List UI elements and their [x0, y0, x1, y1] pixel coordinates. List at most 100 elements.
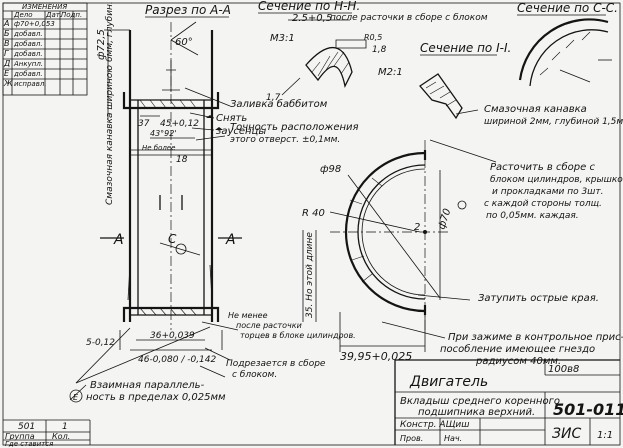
bearing-front-view [329, 139, 497, 352]
revision-col-2: Дат. [45, 11, 62, 19]
note-tochnost-1: Точность расположения [230, 122, 359, 133]
revision-letter: Г [4, 49, 9, 58]
revision-letter: Б [4, 29, 10, 38]
note-rast-2: блоком цилиндров, крышкой [490, 175, 623, 185]
revision-letter: В [4, 39, 10, 48]
section-hh-view [281, 19, 367, 96]
section-marker-a-left: A [113, 232, 124, 248]
note-podrez-1: Подрезается в сборе [226, 359, 326, 369]
dim-45: 45+0,12 [160, 119, 199, 129]
section-ii-title: Сечение по I-I. [420, 41, 511, 55]
datum-e-label: E [73, 393, 79, 402]
revision-letter: А [3, 19, 9, 28]
part-name-2: подшипника верхний. [418, 407, 535, 418]
dim-4392: 43°92' [150, 129, 177, 138]
revision-text: Анкупл. [13, 60, 43, 68]
left-stamp-strip: 501 1 Группа Кол. Где ставится [3, 419, 91, 448]
note-vzaim-1: Взаимная параллель- [90, 380, 205, 391]
section-cc-title: Сечение по С-С. [517, 1, 618, 15]
revision-letter: Ж [3, 79, 13, 88]
left-part-number: 501 [18, 422, 35, 432]
revision-table: ИЗМЕНЕНИЯ Дело Дат. Подп. А ф70+0,053 Б … [2, 2, 88, 96]
dim-35: 35. Но этой длине [305, 232, 315, 318]
note-groove-vertical: Смазочная канавка шириною 6мм, глубин. [105, 1, 115, 205]
revision-header: ИЗМЕНЕНИЯ [22, 3, 67, 11]
dim-r40: R 40 [302, 208, 325, 219]
scale-m2: М2:1 [378, 67, 403, 78]
scale-m3: М3:1 [270, 33, 295, 44]
dim-d98: ф98 [320, 164, 341, 175]
dim-37: 37 [138, 119, 150, 129]
dim-d70: ф70 [436, 207, 453, 231]
revision-letter: Д [3, 59, 10, 68]
note-rast-5: по 0,05мм. каждая. [486, 211, 579, 221]
dim-36: 36+0,039 [150, 331, 195, 341]
revision-text: исправл. [14, 80, 47, 88]
note-posle: после расточки в сборе с блоком [330, 13, 488, 23]
datum-e-circle [69, 389, 83, 403]
dim-angle-60: 60° [175, 37, 193, 48]
note-nemen-2: после расточки [236, 321, 302, 330]
dim-2: 2 [414, 222, 420, 233]
revision-text: добавл. [13, 50, 43, 58]
note-nemen-3: торцев в блоке цилиндров. [240, 331, 356, 340]
note-zazhim-1: При зажиме в контрольное прис- [448, 332, 623, 343]
revision-text: добавл. [13, 40, 43, 48]
dim-17: 1,7 [266, 93, 281, 103]
revision-text: добавл. [13, 70, 43, 78]
note-zatup: Затупить острые края. [478, 293, 599, 304]
section-aa-view [69, 21, 242, 401]
dim-18b: 1,8 [372, 45, 387, 55]
note-rast-4: с каждой стороны толщ. [484, 199, 602, 209]
dim-46: 46-0,080 / -0,142 [138, 355, 217, 365]
gde-label: Где ставится [5, 440, 53, 448]
left-quantity: 1 [62, 422, 68, 432]
nach-label: Нач. [444, 434, 462, 443]
note-nemen-1: Не менее [228, 311, 268, 320]
note-zausen: заусенцы [216, 126, 266, 137]
factory-label: ЗИС [552, 426, 581, 442]
section-ii-view [419, 73, 479, 120]
prov-label: Пров. [400, 434, 423, 443]
note-vzaim-2: ность в пределах 0,025мм [86, 392, 226, 403]
note-rast-3: и прокладками по 3шт. [492, 187, 604, 197]
revision-col-3: Подп. [61, 11, 82, 19]
revision-text: добавл. [13, 30, 43, 38]
dim-d72: ф72,5 [96, 29, 107, 60]
dim-3995: 39,95+0,025 [340, 350, 412, 363]
section-marker-c: C [168, 232, 177, 246]
kol-label: Кол. [52, 432, 70, 441]
revision-letter: Е [4, 69, 10, 78]
title-block [394, 359, 620, 445]
note-groove-2: шириной 2мм, глубиной 1,5мм. [484, 117, 623, 127]
note-zazhim-3: радиусом 40мм. [475, 356, 561, 367]
part-name-1: Вкладыш среднего коренного [400, 396, 560, 407]
note-zazhim-2: пособление имеющее гнездо [440, 343, 595, 355]
note-rast-1: Расточить в сборе с [490, 161, 595, 173]
part-number: 501-0116 [553, 400, 623, 419]
dim-25: 2.5+0,5 [292, 13, 332, 24]
radius-label: R0,5 [364, 33, 382, 42]
konstr-label: Констр. АЩиш [400, 420, 470, 430]
note-zaliv: Заливка баббитом [230, 98, 328, 110]
note-podrez-2: с блоком. [232, 370, 277, 380]
assembly-name: Двигатель [409, 374, 488, 390]
note-groove-1: Смазочная канавка [484, 104, 587, 115]
revision-text: ф70+0,053 [14, 20, 55, 28]
revision-col-1: Дело [13, 11, 33, 19]
section-aa-title: Разрез по А-А [145, 3, 231, 17]
gruppa-label: Группа [5, 432, 35, 441]
section-hh-title: Сечение по Н-Н. [258, 0, 360, 13]
note-nebolee: Не более [142, 144, 175, 152]
section-marker-a-right: A [225, 232, 236, 248]
section-cc-view [518, 18, 612, 87]
dim-18: 18 [176, 155, 188, 165]
dim-5: 5-0,12 [86, 338, 115, 348]
scale-label: 1:1 [597, 430, 613, 441]
mass-value: 100в8 [548, 364, 579, 375]
note-tochnost-2: этого отверст. ±0,1мм. [230, 135, 340, 145]
note-snyat: Снять [216, 113, 247, 124]
